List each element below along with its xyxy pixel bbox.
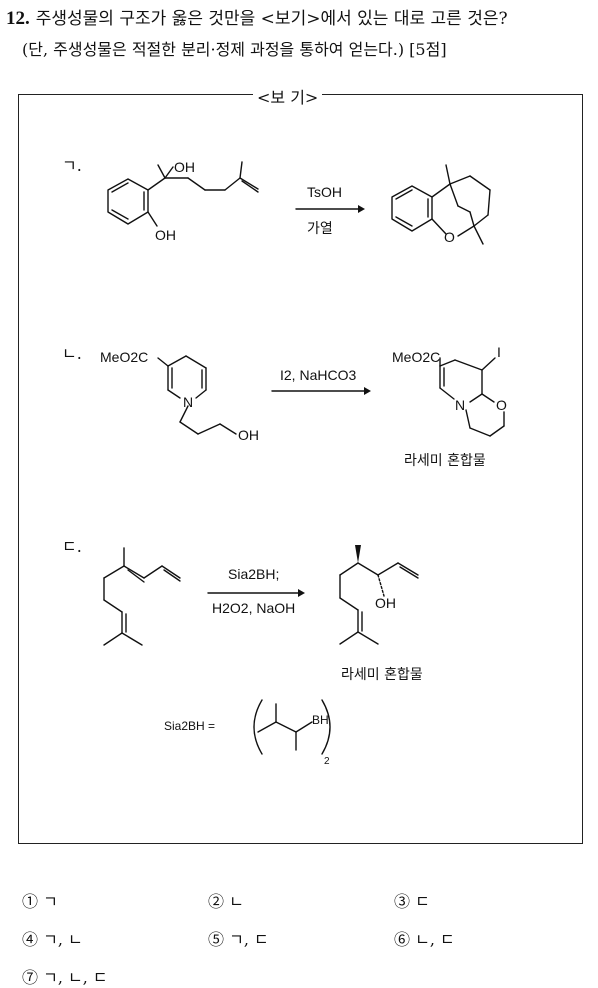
item-label-c: ㄷ. [62, 537, 82, 556]
product-b-nitrogen: N [455, 397, 465, 413]
caption-c: 라세미 혼합물 [341, 667, 423, 683]
product-b-structure [439, 357, 505, 437]
sia2bh-structure [253, 699, 331, 755]
product-c-structure [339, 562, 419, 645]
question-title: 12.주생성물의 구조가 옳은 것만을 <보기>에서 있는 대로 고른 것은? [6, 4, 508, 30]
sia2bh-definition-lhs: Sia2BH = [164, 719, 216, 733]
question-text: 주생성물의 구조가 옳은 것만을 <보기>에서 있는 대로 고른 것은? [35, 9, 508, 29]
answer-7[interactable]: ⑦ ㄱ, ㄴ, ㄷ [22, 968, 108, 987]
reactant-b-ester: MeO2C [100, 349, 148, 365]
answer-1[interactable]: ① ㄱ [22, 892, 58, 911]
sia2bh-subscript: 2 [324, 756, 330, 767]
caption-b: 라세미 혼합물 [404, 453, 486, 469]
reactant-a-structure [107, 161, 259, 227]
product-a-structure [391, 164, 491, 245]
item-label-b: ㄴ. [62, 344, 82, 363]
reactant-b-structure [157, 355, 237, 435]
answer-4[interactable]: ④ ㄱ, ㄴ [22, 930, 83, 949]
reactant-a-oh-top: OH [174, 159, 195, 175]
example-box-label: <보 기> [253, 84, 323, 108]
condition-a: 가열 [307, 221, 333, 237]
reagent-c-bottom: H2O2, NaOH [212, 600, 296, 616]
question-number: 12. [6, 8, 30, 29]
product-c-methyl-wedge [355, 545, 361, 563]
answer-3[interactable]: ③ ㄷ [394, 892, 430, 911]
reactant-b-nitrogen: N [183, 394, 193, 410]
answer-2[interactable]: ② ㄴ [208, 892, 244, 911]
product-b-ester: MeO2C [392, 349, 440, 365]
product-b-iodine: I [497, 344, 501, 360]
product-a-oxygen: O [444, 229, 455, 245]
reagent-c-top: Sia2BH; [228, 566, 280, 582]
answer-6[interactable]: ⑥ ㄴ, ㄷ [394, 930, 455, 949]
item-label-a: ㄱ. [62, 156, 82, 175]
reagent-b: I2, NaHCO3 [280, 367, 356, 383]
reactant-b-oh: OH [238, 427, 259, 443]
answer-5[interactable]: ⑤ ㄱ, ㄷ [208, 930, 269, 949]
question-note: (단, 주생성물은 적절한 분리·정제 과정을 통하여 얻는다.) [5점] [22, 40, 447, 59]
reagent-a: TsOH [307, 184, 342, 200]
reactant-a-oh-bottom: OH [155, 227, 176, 243]
reactant-c-structure [103, 547, 181, 646]
product-c-oh: OH [375, 595, 396, 611]
product-b-oxygen: O [496, 397, 507, 413]
sia2bh-bh: BH [312, 713, 329, 727]
